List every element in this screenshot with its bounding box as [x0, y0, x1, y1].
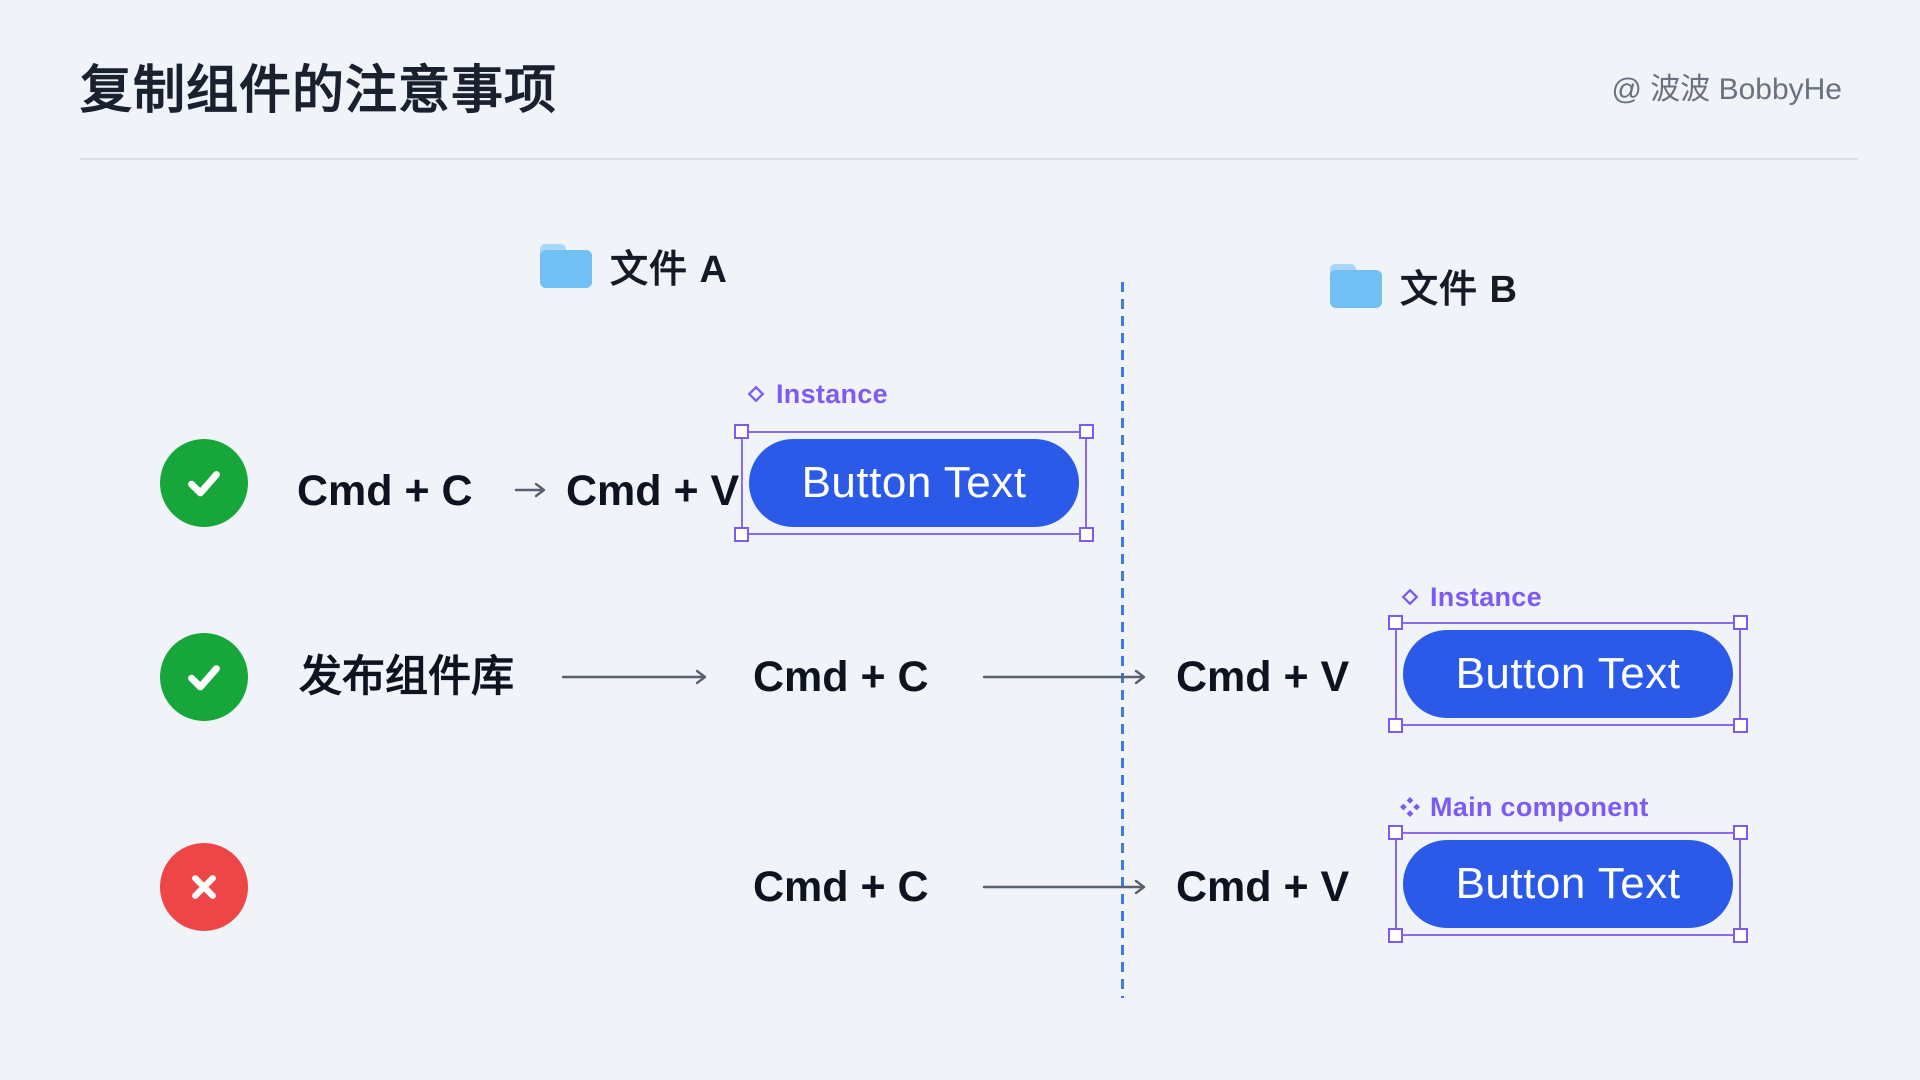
- instance-diamond-icon: [1401, 588, 1419, 606]
- selection-frame: Button Text: [1388, 825, 1748, 943]
- file-a-header: 文件 A: [540, 238, 728, 293]
- main-component-badge: Main component: [1395, 792, 1741, 822]
- main-component-icon: [1400, 797, 1420, 817]
- row3-cmd-c: Cmd + C: [753, 863, 929, 911]
- row2-publish-library: 发布组件库: [299, 653, 514, 701]
- instance-badge: Instance: [741, 379, 1087, 409]
- arrow-right-icon: [982, 669, 1146, 685]
- selection-handle[interactable]: [1079, 527, 1094, 542]
- allowed-check-icon: [160, 439, 248, 527]
- main-component-row3: Main component Button Text: [1388, 792, 1748, 943]
- arrow-right-icon: [514, 482, 546, 498]
- selection-frame: Button Text: [1388, 615, 1748, 733]
- row1-cmd-c: Cmd + C: [297, 467, 473, 515]
- instance-diamond-icon: [747, 385, 765, 403]
- selection-handle[interactable]: [1733, 718, 1748, 733]
- button-text-button[interactable]: Button Text: [749, 439, 1079, 527]
- selection-handle[interactable]: [734, 424, 749, 439]
- row3-cmd-v: Cmd + V: [1176, 863, 1350, 911]
- row1-cmd-v: Cmd + V: [566, 467, 740, 515]
- allowed-check-icon: [160, 633, 248, 721]
- selection-handle[interactable]: [1388, 928, 1403, 943]
- page-title: 复制组件的注意事项: [80, 62, 558, 120]
- file-a-label: 文件 A: [610, 249, 729, 291]
- arrow-right-icon: [982, 879, 1146, 895]
- author-attribution: @ 波波 BobbyHe: [1611, 73, 1842, 106]
- selection-handle[interactable]: [1079, 424, 1094, 439]
- row2-cmd-c: Cmd + C: [753, 653, 929, 701]
- selection-handle[interactable]: [1733, 825, 1748, 840]
- button-text-button[interactable]: Button Text: [1403, 840, 1733, 928]
- selection-handle[interactable]: [1733, 928, 1748, 943]
- row2-cmd-v: Cmd + V: [1176, 653, 1350, 701]
- file-b-header: 文件 B: [1330, 258, 1518, 313]
- instance-badge: Instance: [1395, 582, 1741, 612]
- arrow-right-icon: [561, 669, 707, 685]
- selection-frame: Button Text: [734, 424, 1094, 542]
- button-text-button[interactable]: Button Text: [1403, 630, 1733, 718]
- selection-handle[interactable]: [1388, 825, 1403, 840]
- selection-handle[interactable]: [1388, 615, 1403, 630]
- folder-icon: [540, 243, 592, 288]
- instance-badge-label: Instance: [776, 378, 888, 409]
- selection-handle[interactable]: [1733, 615, 1748, 630]
- file-b-label: 文件 B: [1400, 269, 1519, 311]
- instance-badge-label: Instance: [1430, 581, 1542, 612]
- header-divider: [80, 158, 1858, 160]
- instance-component-row2: Instance Button Text: [1388, 582, 1748, 733]
- selection-handle[interactable]: [734, 527, 749, 542]
- instance-component-row1: Instance Button Text: [734, 379, 1094, 542]
- not-allowed-x-icon: [160, 843, 248, 931]
- selection-handle[interactable]: [1388, 718, 1403, 733]
- folder-icon: [1330, 263, 1382, 308]
- file-boundary-dashed-line: [1121, 282, 1124, 998]
- main-component-badge-label: Main component: [1430, 791, 1649, 822]
